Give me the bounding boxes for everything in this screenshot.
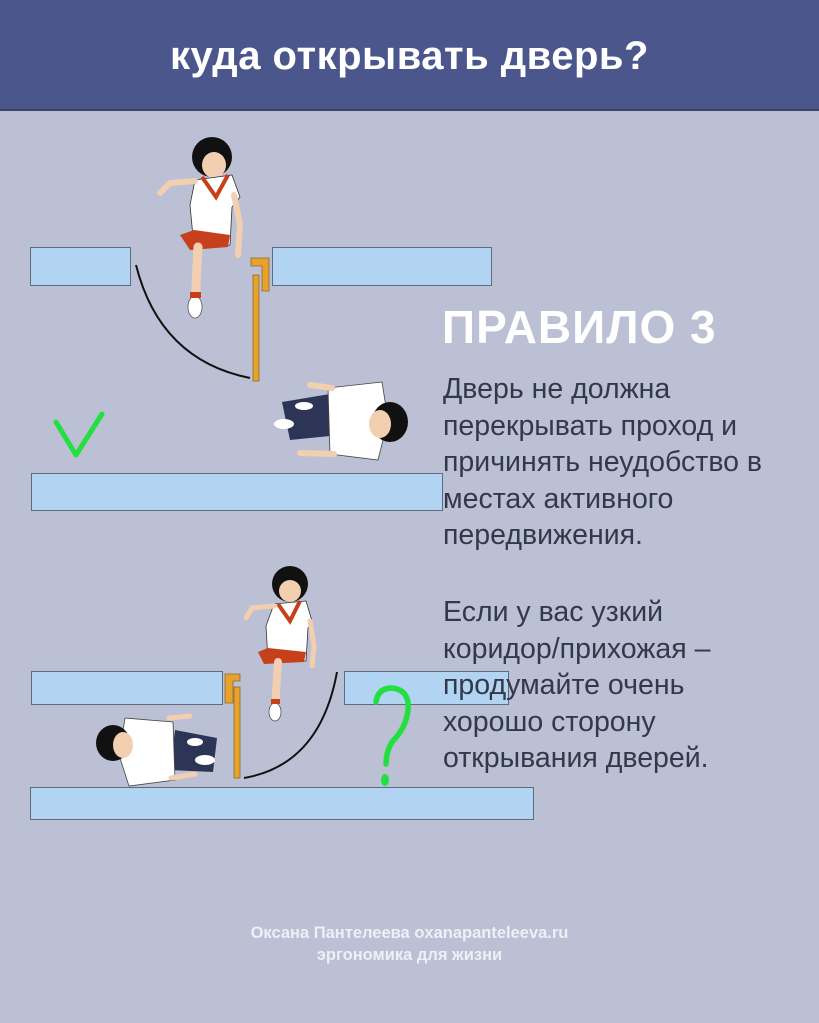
wall-top-left — [30, 247, 131, 286]
paragraph-line: местах активного — [443, 482, 674, 515]
paragraph-line: перекрывать проход и — [443, 409, 738, 442]
paragraph-line: причинять неудобство в — [443, 446, 763, 478]
rule-title: ПРАВИЛО 3 — [442, 301, 717, 353]
paragraph-line: Если у вас узкий — [443, 596, 664, 628]
wall-corridor-bottom — [30, 787, 534, 820]
wall-bottom-left — [31, 671, 223, 705]
man-figure — [96, 713, 217, 787]
rule-paragraph-2: Если у вас узкий коридор/прихожая – прод… — [443, 594, 710, 777]
wall-top-right — [272, 247, 492, 286]
question-mark-icon — [373, 685, 411, 786]
rule-paragraph-1: Дверь не должна перекрывать проход и при… — [443, 371, 762, 554]
woman-figure — [157, 137, 244, 319]
footer-credit: Оксана Пантелеева oxanapanteleeva.ru эрг… — [0, 922, 819, 966]
footer-author: Оксана Пантелеева oxanapanteleeva.ru — [250, 924, 569, 942]
paragraph-line: коридор/прихожая – — [443, 632, 711, 665]
checkmark-icon — [53, 411, 105, 458]
man-figure — [274, 381, 408, 461]
footer-tagline: эргономика для жизни — [316, 946, 503, 964]
wall-bottom-right — [344, 671, 509, 705]
paragraph-line: хорошо сторону — [443, 705, 656, 738]
woman-figure — [243, 566, 317, 722]
paragraph-line: Дверь не должна — [443, 373, 671, 405]
wall-corridor-top — [31, 473, 443, 511]
header-banner: куда открывать дверь? — [0, 0, 819, 111]
paragraph-line: продумайте очень — [443, 669, 685, 701]
paragraph-line: открывания дверей. — [443, 742, 709, 774]
page-title: куда открывать дверь? — [170, 34, 649, 78]
paragraph-line: передвижения. — [443, 519, 643, 551]
